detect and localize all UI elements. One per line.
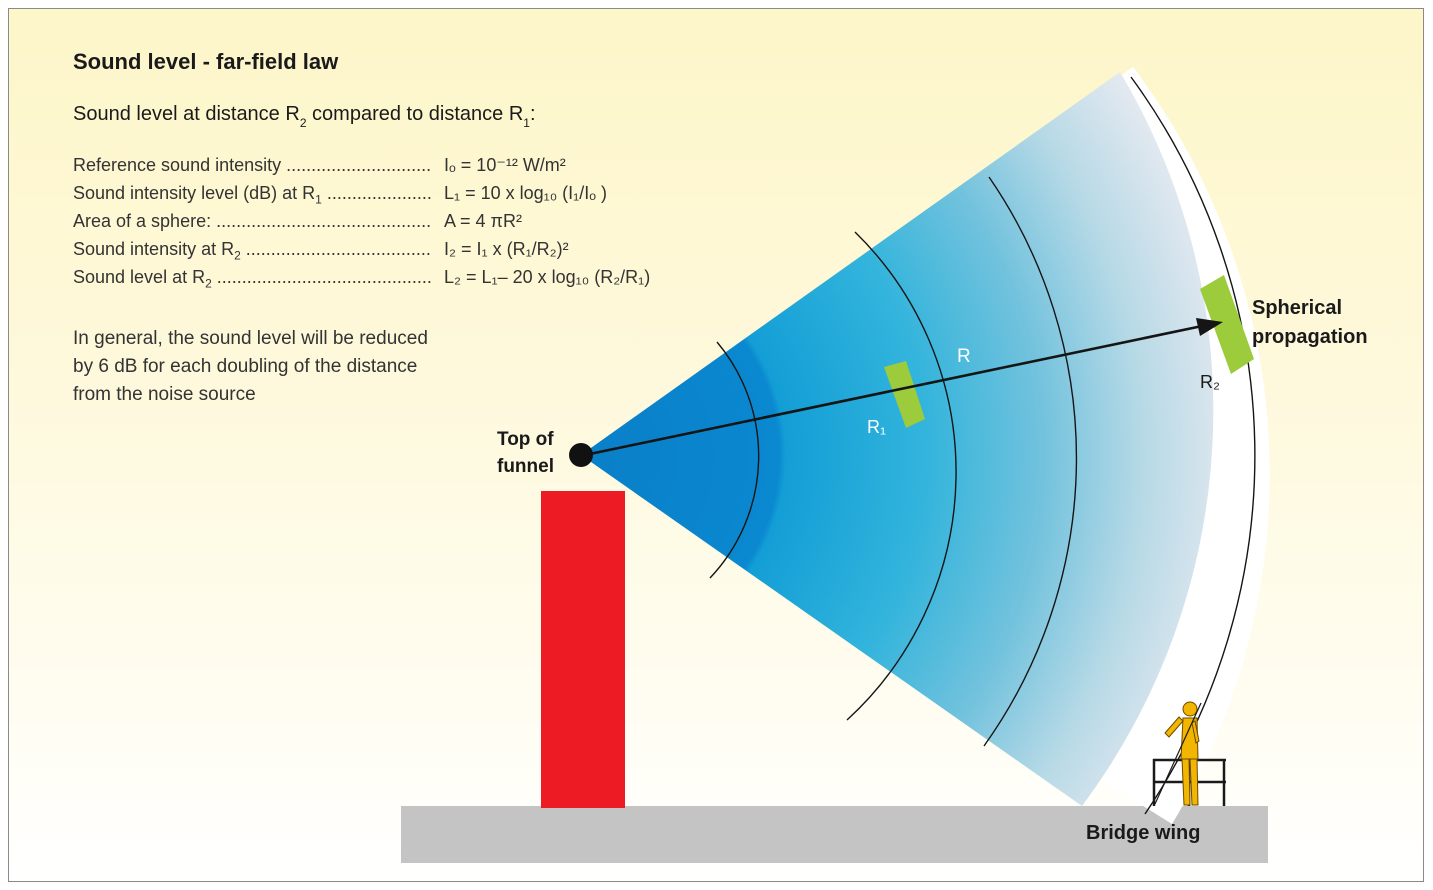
subtitle-sub-b: 1	[523, 116, 530, 130]
formula-label: Area of a sphere: ......................…	[73, 211, 431, 235]
note-line: from the noise source	[73, 384, 256, 405]
formula-label: Sound level at R2 ......................…	[73, 267, 432, 291]
note-line: by 6 dB for each doubling of the distanc…	[73, 356, 418, 377]
bridge-wing-deck	[401, 806, 1268, 863]
diagram-panel: Top of funnel R R₁ R₂ Spherical propagat…	[8, 8, 1424, 882]
formula-row: Sound level at R2 ......................…	[73, 267, 773, 291]
formula-label: Sound intensity level (dB) at R1 .......…	[73, 183, 432, 207]
formula-label-text: Sound intensity level (dB) at R	[73, 183, 316, 203]
wavefront-2	[846, 231, 957, 721]
person-icon	[1164, 701, 1200, 806]
subtitle-middle: compared to distance R	[306, 103, 524, 125]
radius-label: R	[957, 346, 971, 367]
formula-label-text: Sound intensity at R	[73, 239, 235, 259]
leader-dots: ........................................…	[211, 267, 432, 287]
formula-equation: I₂ = I₁ x (R₁/R₂)²	[444, 239, 569, 259]
page-title: Sound level - far-field law	[73, 49, 339, 74]
leader-dots: .....................	[321, 183, 432, 203]
sound-beam	[581, 72, 1214, 806]
note-line: In general, the sound level will be redu…	[73, 328, 428, 349]
leader-dots: ........................................…	[211, 211, 432, 231]
formula-label: Sound intensity at R2 ..................…	[73, 239, 431, 263]
r2-label: R₂	[1200, 372, 1220, 392]
formula-label-text: Reference sound intensity	[73, 155, 282, 175]
formula-equation: L₂ = L₁– 20 x log₁₀ (R₂/R₁)	[444, 267, 651, 287]
formula-row: Sound intensity at R2 ..................…	[73, 239, 773, 263]
formula-row: Area of a sphere: ......................…	[73, 211, 773, 235]
propagation-diagram: Top of funnel R R₁ R₂ Spherical propagat…	[401, 67, 1368, 863]
wavefronts	[709, 76, 1256, 815]
subtitle-sub-a: 2	[299, 116, 307, 130]
formula-equation: Iₒ = 10⁻¹² W/m²	[444, 155, 566, 175]
r1-label: R₁	[867, 417, 886, 437]
formula-label-text: Area of a sphere:	[73, 211, 212, 231]
source-label-line-1: Top of	[497, 429, 554, 450]
source-label-line-2: funnel	[497, 456, 554, 477]
radius-arrow-head	[1196, 318, 1223, 336]
formula-label-sub: 2	[205, 276, 212, 291]
bridge-wing-label: Bridge wing	[1086, 822, 1200, 844]
wavefront-4	[1130, 76, 1256, 815]
propagation-label-line-1: Spherical	[1252, 297, 1342, 319]
formula-label: Reference sound intensity ..............…	[73, 155, 431, 179]
noise-source-dot	[569, 443, 593, 467]
wavefront-3	[983, 176, 1078, 747]
surface-patch-r2	[1200, 275, 1254, 374]
formula-label-sub: 2	[234, 248, 241, 263]
binocular-strap	[1154, 702, 1202, 805]
formula-row: Sound intensity level (dB) at R1 .......…	[73, 183, 773, 207]
formula-label-text: Sound level at R	[73, 267, 206, 287]
leader-dots: .............................	[281, 155, 432, 175]
propagation-label-line-2: propagation	[1252, 326, 1368, 348]
note-text: In general, the sound level will be redu…	[73, 325, 533, 409]
surface-patch-r1	[884, 361, 925, 428]
formula-label-sub: 1	[315, 192, 322, 207]
subtitle: Sound level at distance R2 compared to d…	[73, 103, 536, 130]
wavefront-1	[709, 341, 760, 579]
funnel	[541, 491, 625, 808]
leader-dots: .....................................	[240, 239, 431, 259]
radius-arrow-line	[584, 323, 1208, 457]
formula-equation: L₁ = 10 x log₁₀ (I₁/Iₒ )	[444, 183, 608, 203]
subtitle-prefix: Sound level at distance R	[73, 103, 300, 125]
formula-equation: A = 4 πR²	[444, 211, 522, 231]
formula-row: Reference sound intensity ..............…	[73, 155, 773, 179]
subtitle-suffix: :	[529, 103, 536, 125]
